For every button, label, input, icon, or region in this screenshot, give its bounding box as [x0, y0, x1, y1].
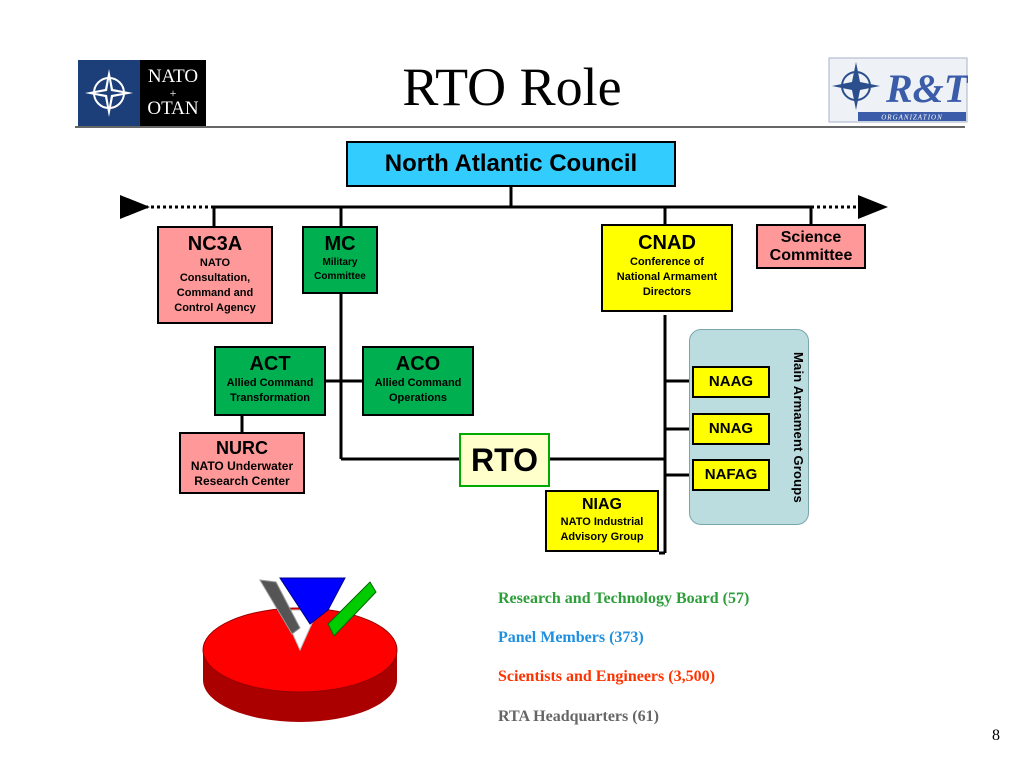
act-title: ACT — [249, 353, 291, 375]
legend-scientists-engineers: Scientists and Engineers (3,500) — [498, 668, 715, 685]
title-rule — [75, 126, 965, 128]
main-armament-groups-label: Main Armament Groups — [791, 351, 806, 503]
cnad-sub-line: Conference of — [630, 256, 704, 268]
cnad-sub-line: Directors — [642, 286, 692, 298]
science-committee-box: Science Committee — [756, 224, 866, 269]
nnag-title: NNAG — [708, 420, 754, 437]
mc-sub-line: Committee — [314, 271, 366, 282]
nurc-title: NURC — [216, 438, 268, 458]
niag-sub-line: NATO Industrial — [560, 516, 644, 528]
rt-organization-text: ORGANIZATION — [881, 114, 943, 122]
nnag-box: NNAG — [692, 413, 770, 445]
nato-star-icon — [78, 60, 140, 126]
act-sub-line: Allied Command — [226, 377, 314, 389]
nc3a-sub-line: Command and — [176, 287, 254, 299]
legend-research-board: Research and Technology Board (57) — [498, 590, 750, 607]
rt-letters: R&T — [885, 66, 968, 111]
nc3a-sub-line: Consultation, — [179, 272, 251, 284]
page-title: RTO Role — [402, 57, 622, 117]
otan-logo-text: OTAN — [147, 98, 199, 119]
rto-title: RTO — [471, 442, 538, 478]
aco-title: ACO — [395, 353, 441, 375]
nato-logo-text: NATO — [147, 66, 199, 88]
aco-sub-line: Operations — [388, 392, 448, 404]
niag-box: NIAG NATO Industrial Advisory Group — [545, 490, 659, 552]
pie-grey-slice — [259, 579, 301, 635]
cnad-title: CNAD — [638, 232, 696, 254]
nafag-box: NAFAG — [692, 459, 770, 491]
aco-box: ACO Allied Command Operations — [362, 346, 474, 416]
rto-box: RTO — [459, 433, 550, 487]
nurc-box: NURC NATO Underwater Research Center — [179, 432, 305, 494]
nato-otan-logo: NATO + OTAN — [78, 60, 206, 126]
cnad-sub-line: National Armament — [616, 271, 718, 283]
nato-logo-plus: + — [169, 86, 177, 100]
nc3a-title: NC3A — [187, 233, 243, 255]
mc-title: MC — [324, 233, 356, 255]
science-committee-title: Committee — [769, 247, 853, 264]
nac-title: North Atlantic Council — [384, 150, 638, 177]
pie-green-slice — [327, 581, 377, 637]
rt-organization-logo: R&T ORGANIZATION — [828, 57, 968, 123]
mc-sub-line: Military — [322, 257, 358, 268]
aco-sub-line: Allied Command — [374, 377, 462, 389]
nc3a-sub-line: NATO — [199, 257, 231, 269]
naag-box: NAAG — [692, 366, 770, 398]
act-sub-line: Transformation — [229, 392, 311, 404]
niag-sub-line: Advisory Group — [560, 531, 644, 543]
nurc-sub-line: Research Center — [194, 474, 290, 488]
legend-panel-members: Panel Members (373) — [498, 629, 644, 646]
nc3a-sub-line: Control Agency — [174, 302, 256, 314]
naag-title: NAAG — [708, 373, 754, 390]
mc-box: MC Military Committee — [302, 226, 378, 294]
page-number: 8 — [992, 727, 1000, 744]
nc3a-box: NC3A NATO Consultation, Command and Cont… — [157, 226, 273, 324]
nafag-title: NAFAG — [704, 466, 758, 483]
niag-title: NIAG — [582, 496, 622, 513]
science-committee-title: Science — [780, 229, 842, 246]
nato-compass-icon — [832, 62, 880, 110]
nurc-sub-line: NATO Underwater — [190, 459, 294, 473]
act-box: ACT Allied Command Transformation — [214, 346, 326, 416]
north-atlantic-council-box: North Atlantic Council — [346, 141, 676, 187]
legend-rta-headquarters: RTA Headquarters (61) — [498, 708, 659, 725]
rto-pie-graphic — [202, 577, 398, 722]
pie-blue-slice — [279, 577, 346, 625]
cnad-box: CNAD Conference of National Armament Dir… — [601, 224, 733, 312]
